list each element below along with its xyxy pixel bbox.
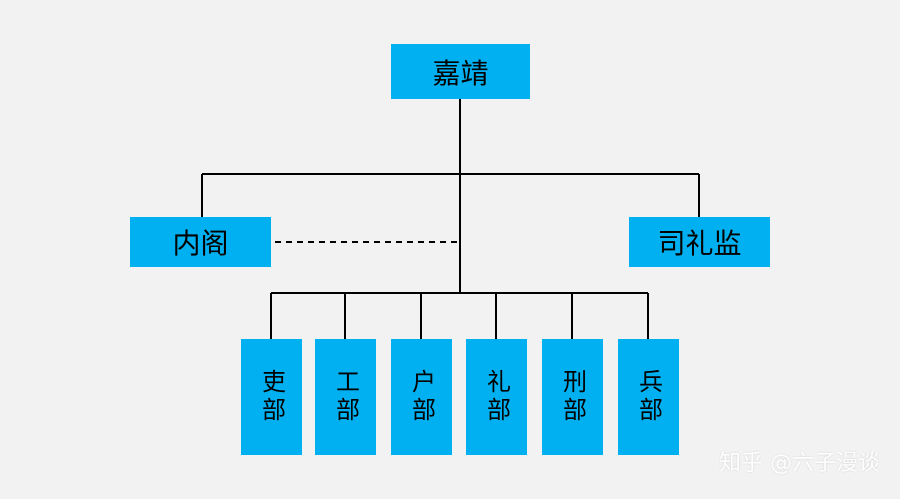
ministry-node-0: 吏部 (241, 339, 302, 455)
left-branch-node: 内阁 (130, 217, 271, 267)
ministry-label-3: 礼部 (482, 369, 511, 425)
ministry-node-5: 兵部 (618, 339, 679, 455)
ministry-label-4: 刑部 (558, 369, 587, 425)
ministry-node-1: 工部 (315, 339, 376, 455)
ministry-label-0: 吏部 (257, 369, 286, 425)
ministry-node-2: 户部 (391, 339, 452, 455)
left-branch-label: 内阁 (172, 227, 229, 260)
ministry-label-5: 兵部 (634, 369, 663, 425)
ministry-node-3: 礼部 (466, 339, 527, 455)
watermark: 知乎 @六子漫谈 (719, 451, 880, 476)
ministry-node-4: 刑部 (542, 339, 603, 455)
root-label: 嘉靖 (432, 56, 489, 90)
right-branch-node: 司礼监 (629, 217, 770, 267)
root-node: 嘉靖 (391, 44, 530, 99)
right-branch-label: 司礼监 (657, 227, 742, 260)
ministry-label-2: 户部 (407, 369, 436, 425)
ministry-label-1: 工部 (331, 369, 360, 425)
